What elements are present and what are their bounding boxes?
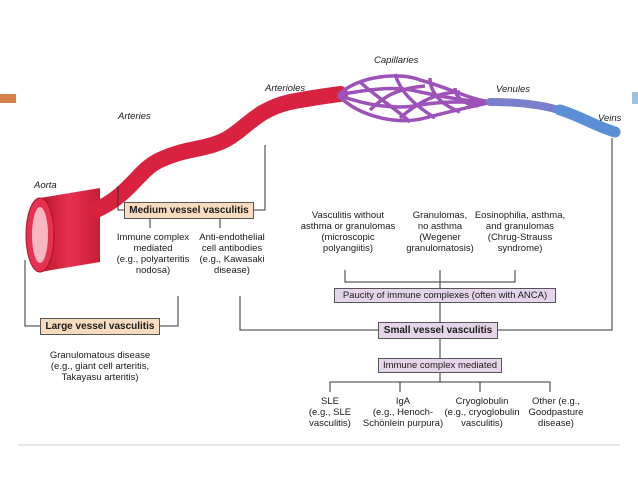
- aorta-lumen: [32, 207, 48, 263]
- label-arteries: Arteries: [118, 111, 151, 122]
- vein-tube: [554, 104, 621, 138]
- slide-accent-bar-right: [632, 92, 638, 104]
- aorta-body: [40, 188, 100, 272]
- medium-immune-complex: Immune complex mediated (e.g., polyarter…: [116, 232, 190, 276]
- immune-item-sle: SLE (e.g., SLE vasculitis): [308, 396, 352, 429]
- medium-anti-endothelial: Anti-endothelial cell antibodies (e.g., …: [199, 232, 265, 276]
- label-aorta: Aorta: [34, 180, 57, 191]
- label-capillaries: Capillaries: [374, 55, 419, 66]
- medium-vessel-box: Medium vessel vasculitis: [124, 202, 254, 219]
- pauci-item-microscopic-polyangiitis: Vasculitis without asthma or granulomas …: [300, 210, 396, 254]
- label-veins: Veins: [598, 113, 622, 124]
- venule-tube: [486, 98, 569, 116]
- label-venules: Venules: [496, 84, 530, 95]
- pauci-item-churg-strauss: Eosinophilia, asthma, and granulomas (Ch…: [474, 210, 566, 254]
- immune-item-iga: IgA (e.g., Henoch- Schönlein purpura): [362, 396, 444, 429]
- immune-complex-box: Immune complex mediated: [378, 358, 502, 373]
- large-vessel-desc: Granulomatous disease (e.g., giant cell …: [49, 350, 151, 383]
- pauci-immune-box: Paucity of immune complexes (often with …: [334, 288, 556, 303]
- slide-accent-bar-left: [0, 94, 16, 103]
- immune-item-cryoglobulin: Cryoglobulin (e.g., cryoglobulin vasculi…: [444, 396, 520, 429]
- arteriole-tube: [220, 90, 345, 145]
- large-vessel-box: Large vessel vasculitis: [40, 318, 160, 335]
- pauci-item-wegener: Granulomas, no asthma (Wegener granuloma…: [406, 210, 474, 254]
- label-arterioles: Arterioles: [265, 83, 306, 94]
- small-vessel-box: Small vessel vasculitis: [378, 322, 498, 339]
- immune-item-other: Other (e.g., Goodpasture disease): [528, 396, 584, 429]
- capillary-bed: [336, 73, 493, 124]
